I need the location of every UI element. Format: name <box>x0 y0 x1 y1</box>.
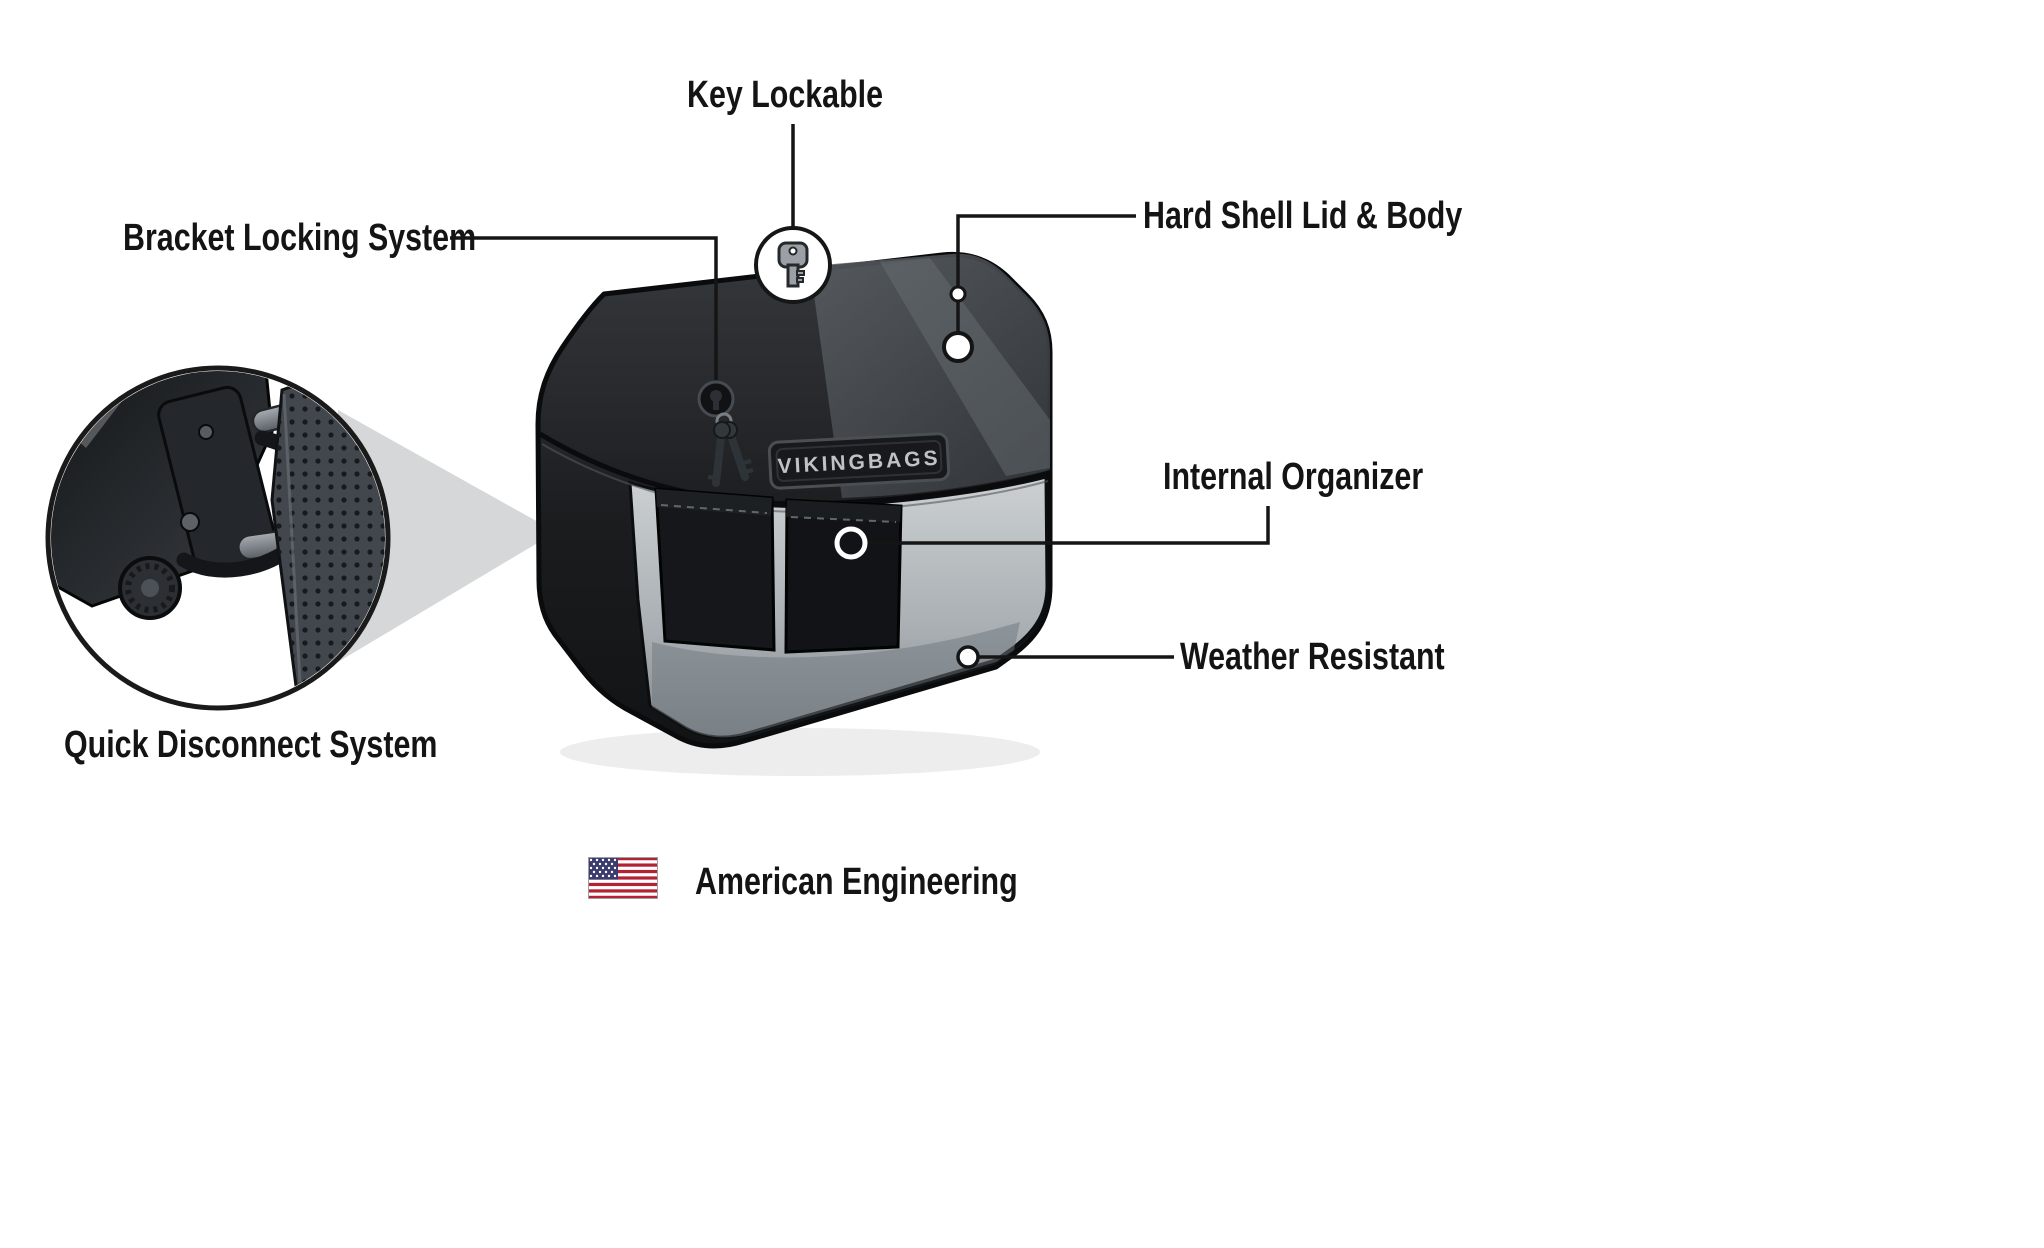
saddlebag-illustration: VIKINGBAGS <box>535 251 1053 749</box>
footer-tagline-text: American Engineering <box>695 861 1018 903</box>
callout-line-internal-organizer <box>866 506 1270 545</box>
key-icon <box>777 241 809 288</box>
callout-lines <box>450 124 1270 659</box>
label-weather-resistant: Weather Resistant <box>1180 638 1511 676</box>
label-quick-disconnect-system: Quick Disconnect System <box>64 726 531 764</box>
label-bracket-locking-system: Bracket Locking System <box>123 219 564 257</box>
label-hard-shell-lid-body-text: Hard Shell Lid & Body <box>1143 195 1463 237</box>
callout-dot-hard-shell-small <box>949 285 967 303</box>
label-key-lockable: Key Lockable <box>663 76 908 114</box>
label-weather-resistant-text: Weather Resistant <box>1180 636 1445 678</box>
callout-dot-weather-resistant <box>956 645 980 669</box>
internal-organizer-pockets <box>654 487 903 654</box>
hanging-keys <box>707 421 754 487</box>
bag-shadow <box>560 728 1040 776</box>
magnifier-beam <box>338 410 556 662</box>
callout-dot-hard-shell <box>942 331 974 363</box>
label-quick-disconnect-system-text: Quick Disconnect System <box>64 724 438 766</box>
label-bracket-locking-system-text: Bracket Locking System <box>123 217 477 259</box>
bracket-lock <box>697 380 754 487</box>
lid-gloss-streak <box>880 258 1050 476</box>
label-key-lockable-text: Key Lockable <box>687 74 883 116</box>
us-flag-icon <box>588 857 658 899</box>
callout-line-bracket-locking <box>450 236 718 380</box>
label-internal-organizer: Internal Organizer <box>1163 458 1488 496</box>
brand-badge: VIKINGBAGS <box>767 432 951 490</box>
callout-ring-internal-organizer <box>834 526 868 560</box>
interior-floor <box>652 622 1020 738</box>
callout-line-hard-shell <box>956 214 1136 286</box>
footer-tagline: American Engineering <box>695 863 1098 901</box>
label-hard-shell-lid-body: Hard Shell Lid & Body <box>1143 197 1542 235</box>
label-internal-organizer-text: Internal Organizer <box>1163 456 1424 498</box>
